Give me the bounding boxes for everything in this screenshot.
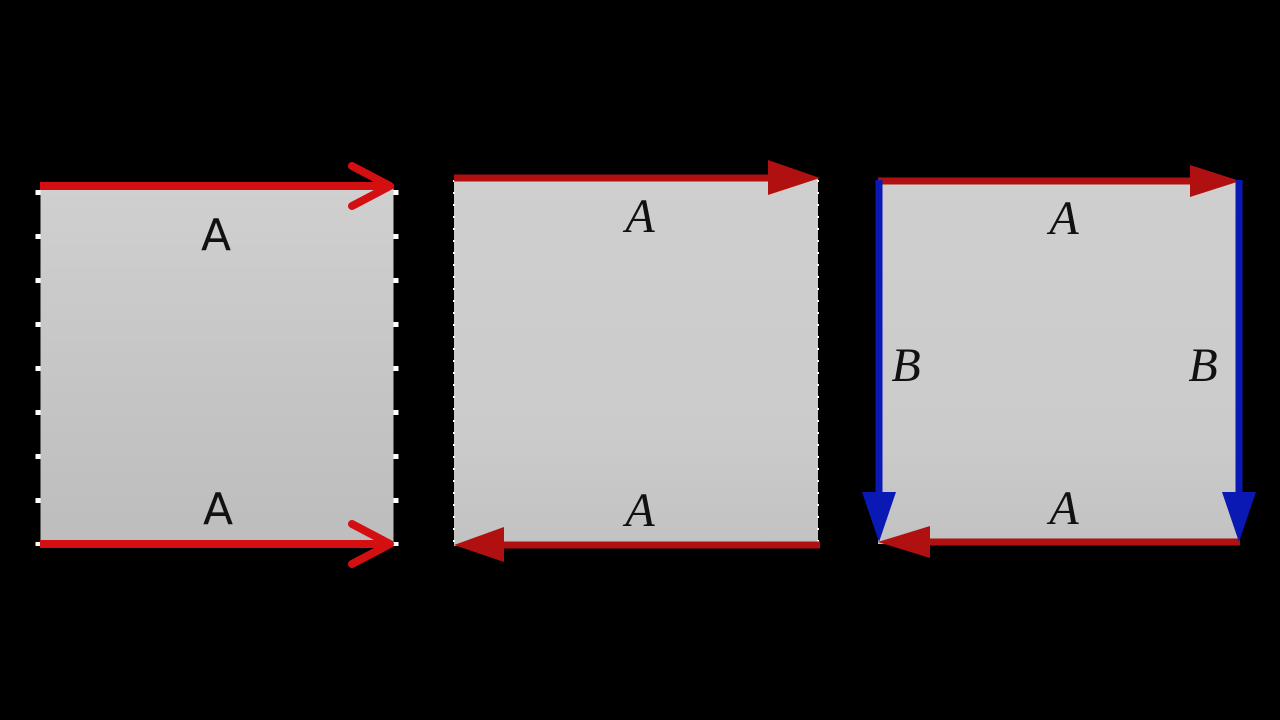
klein-top-arrow bbox=[878, 165, 1240, 197]
klein-right-arrow bbox=[1222, 180, 1256, 542]
square-klein: A A B B bbox=[862, 165, 1256, 558]
square-cylinder-face bbox=[38, 184, 396, 546]
mobius-top-arrow bbox=[454, 160, 820, 195]
square-mobius-face bbox=[454, 178, 818, 546]
mobius-top-label: A bbox=[622, 190, 655, 243]
cylinder-top-label: A bbox=[201, 210, 231, 261]
square-mobius: A A bbox=[453, 160, 820, 562]
cylinder-bottom-arrow bbox=[40, 520, 394, 568]
klein-left-arrow bbox=[862, 180, 896, 542]
square-klein-face bbox=[878, 180, 1240, 544]
klein-top-label: A bbox=[1046, 192, 1079, 245]
klein-bottom-arrow bbox=[878, 526, 1240, 558]
klein-left-label: B bbox=[891, 339, 920, 392]
mobius-bottom-arrow bbox=[454, 527, 820, 562]
cylinder-top-arrow bbox=[40, 162, 394, 210]
mobius-bottom-label: A bbox=[622, 484, 655, 537]
klein-bottom-label: A bbox=[1046, 482, 1079, 535]
cylinder-bottom-label: A bbox=[203, 484, 233, 535]
klein-right-label: B bbox=[1188, 339, 1217, 392]
square-cylinder: A A bbox=[35, 162, 399, 568]
